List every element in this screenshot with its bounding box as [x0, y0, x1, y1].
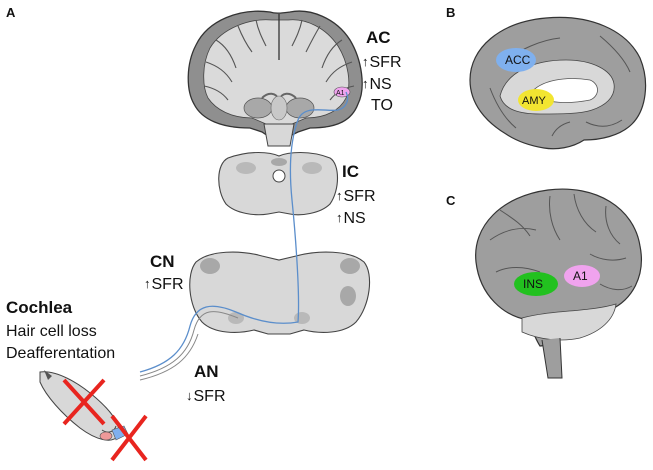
cochlea-line-2: Deafferentation — [6, 345, 116, 362]
amy-label: AMY — [522, 95, 547, 107]
ac-title: AC — [366, 28, 391, 47]
cochlea-title: Cochlea — [6, 298, 73, 317]
ic-item-1: ↑SFR — [336, 188, 376, 205]
amy-region — [518, 89, 554, 111]
a1-small-label: A1 — [336, 90, 345, 97]
acc-region — [496, 48, 536, 72]
cochlea-line-1: Hair cell loss — [6, 323, 97, 340]
brainstem-section — [189, 251, 371, 335]
acc-label: ACC — [505, 53, 531, 67]
ic-item-2: ↑NS — [336, 210, 366, 227]
a1-marker-small — [333, 86, 351, 98]
ac-item-2: ↑NS — [362, 76, 392, 93]
ac-item-3: TO — [371, 97, 393, 114]
coronal-brain-section: A1 — [187, 10, 363, 147]
an-title: AN — [194, 362, 219, 381]
lateral-brain-view: INS A1 — [475, 188, 642, 379]
auditory-pathway — [139, 91, 349, 381]
a1-label: A1 — [573, 269, 588, 283]
panel-label-a: A — [6, 5, 16, 20]
cochlea-illustration — [39, 370, 148, 462]
ic-title: IC — [342, 162, 359, 181]
ac-item-1: ↑SFR — [362, 54, 402, 71]
ins-region — [514, 272, 558, 296]
panel-label-b: B — [446, 5, 456, 20]
cn-title: CN — [150, 252, 175, 271]
a1-region — [564, 265, 600, 287]
ins-label: INS — [523, 277, 543, 291]
cn-item-1: ↑SFR — [144, 276, 184, 293]
midbrain-section — [218, 151, 339, 216]
panel-label-c: C — [446, 193, 456, 208]
medial-brain-view: ACC AMY — [469, 16, 647, 150]
an-item-1: ↓SFR — [186, 388, 226, 405]
